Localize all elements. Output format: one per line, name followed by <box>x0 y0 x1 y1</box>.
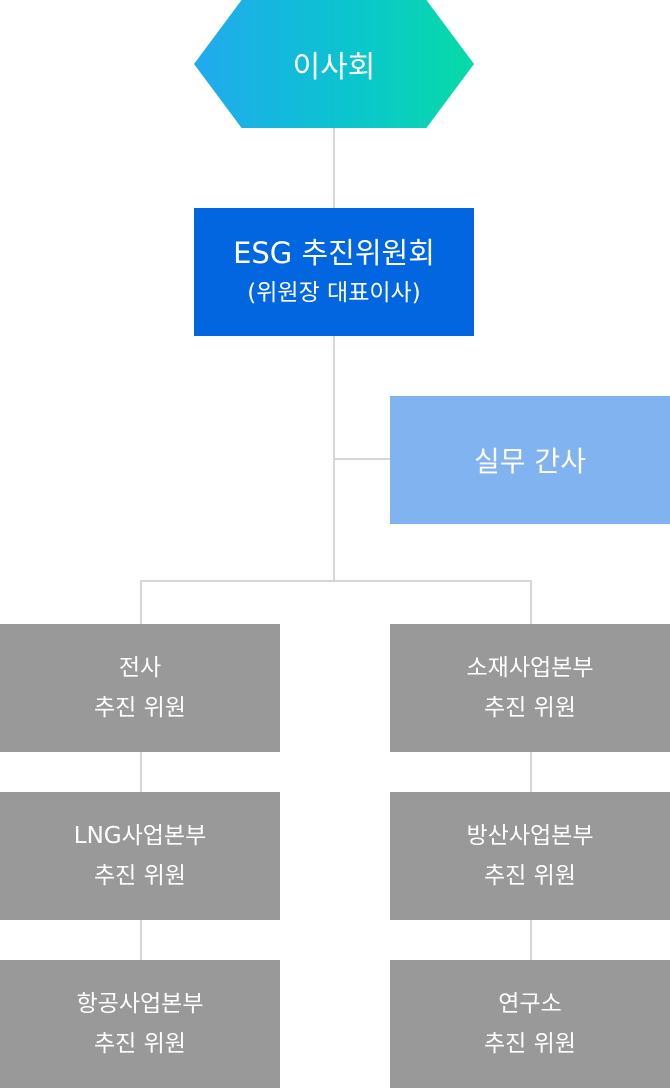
member-title: 연구소 <box>498 991 562 1017</box>
committee-label: ESG 추진위원회 <box>233 236 435 270</box>
member-role: 추진 위원 <box>94 695 186 721</box>
member-title: 소재사업본부 <box>466 655 594 681</box>
secretary-label: 실무 간사 <box>474 445 586 478</box>
committee-sublabel: (위원장 대표이사) <box>247 280 421 306</box>
connector-secretary-branch <box>335 458 390 460</box>
connector-left-2-3 <box>140 920 142 960</box>
member-node-aerospace: 항공사업본부 추진 위원 <box>0 960 280 1088</box>
member-node-lng: LNG사업본부 추진 위원 <box>0 792 280 920</box>
member-role: 추진 위원 <box>94 863 186 889</box>
member-title: 항공사업본부 <box>76 991 204 1017</box>
connector-horizontal-split <box>140 580 532 582</box>
connector-right-1-2 <box>530 752 532 792</box>
connector-right-2-3 <box>530 920 532 960</box>
member-node-defense: 방산사업본부 추진 위원 <box>390 792 670 920</box>
member-role: 추진 위원 <box>484 863 576 889</box>
connector-committee-trunk <box>333 336 335 582</box>
member-node-research: 연구소 추진 위원 <box>390 960 670 1088</box>
member-title: 방산사업본부 <box>466 823 594 849</box>
connector-right-drop <box>530 580 532 624</box>
connector-left-drop <box>140 580 142 624</box>
board-label: 이사회 <box>292 50 376 85</box>
esg-committee-node: ESG 추진위원회 (위원장 대표이사) <box>194 208 474 336</box>
member-role: 추진 위원 <box>484 695 576 721</box>
member-role: 추진 위원 <box>484 1031 576 1057</box>
member-title: 전사 <box>118 655 162 681</box>
secretary-node: 실무 간사 <box>390 396 670 524</box>
member-title: LNG사업본부 <box>73 823 207 849</box>
member-node-materials: 소재사업본부 추진 위원 <box>390 624 670 752</box>
connector-board-committee <box>333 128 335 208</box>
board-node: 이사회 <box>194 0 474 128</box>
member-role: 추진 위원 <box>94 1031 186 1057</box>
member-node-company: 전사 추진 위원 <box>0 624 280 752</box>
connector-left-1-2 <box>140 752 142 792</box>
